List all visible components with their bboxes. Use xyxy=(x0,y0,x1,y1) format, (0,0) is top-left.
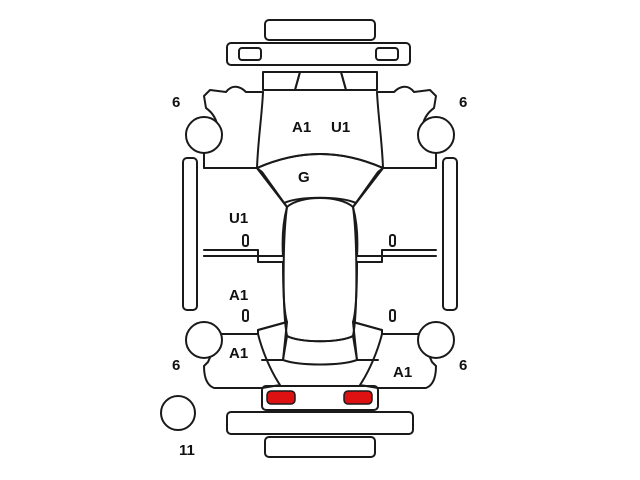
right-rear-door xyxy=(352,255,437,335)
front-view xyxy=(226,19,411,66)
hood-panel xyxy=(256,91,384,169)
roof-panel xyxy=(282,197,358,343)
rear-left-wheel-label: 6 xyxy=(172,357,180,374)
front-left-wheel xyxy=(185,116,223,154)
c-pillar-right xyxy=(352,321,383,361)
rear-right-wheel xyxy=(417,321,455,359)
right-rocker-panel xyxy=(442,157,458,311)
hood-right-label: U1 xyxy=(331,119,350,136)
headlamp-right xyxy=(340,71,378,91)
front-right-wheel-label: 6 xyxy=(459,94,467,111)
spare-tire-label: 11 xyxy=(179,442,195,459)
rear-right-quarter-label: A1 xyxy=(393,364,412,381)
windshield xyxy=(256,153,384,204)
front-top-bar xyxy=(264,19,376,41)
right-front-door xyxy=(352,167,437,257)
left-front-door-handle xyxy=(242,234,249,247)
front-bumper-slot-left xyxy=(238,47,262,61)
taillamp-right xyxy=(343,390,373,405)
front-bumper-slot-right xyxy=(375,47,399,61)
taillamp-left xyxy=(266,390,296,405)
rear-left-door-label: A1 xyxy=(229,287,248,304)
rear-bottom-bar xyxy=(264,436,376,458)
rear-panel xyxy=(261,385,379,411)
right-front-door-handle xyxy=(389,234,396,247)
rear-window xyxy=(282,335,358,366)
headlamp-left xyxy=(262,71,301,91)
rear-left-quarter-label: A1 xyxy=(229,345,248,362)
rear-left-wheel xyxy=(185,321,223,359)
spare-tire xyxy=(160,395,196,431)
hood-left-label: A1 xyxy=(292,119,311,136)
left-front-door xyxy=(203,167,288,257)
front-left-door-label: U1 xyxy=(229,210,248,227)
front-bumper xyxy=(226,42,411,66)
front-left-wheel-label: 6 xyxy=(172,94,180,111)
rear-bumper xyxy=(226,411,414,435)
c-pillar-left xyxy=(257,321,288,361)
windshield-label: G xyxy=(298,169,310,186)
front-right-wheel xyxy=(417,116,455,154)
left-rear-door-handle xyxy=(242,309,249,322)
rear-right-wheel-label: 6 xyxy=(459,357,467,374)
left-rocker-panel xyxy=(182,157,198,311)
right-rear-door-handle xyxy=(389,309,396,322)
grille xyxy=(294,71,347,91)
